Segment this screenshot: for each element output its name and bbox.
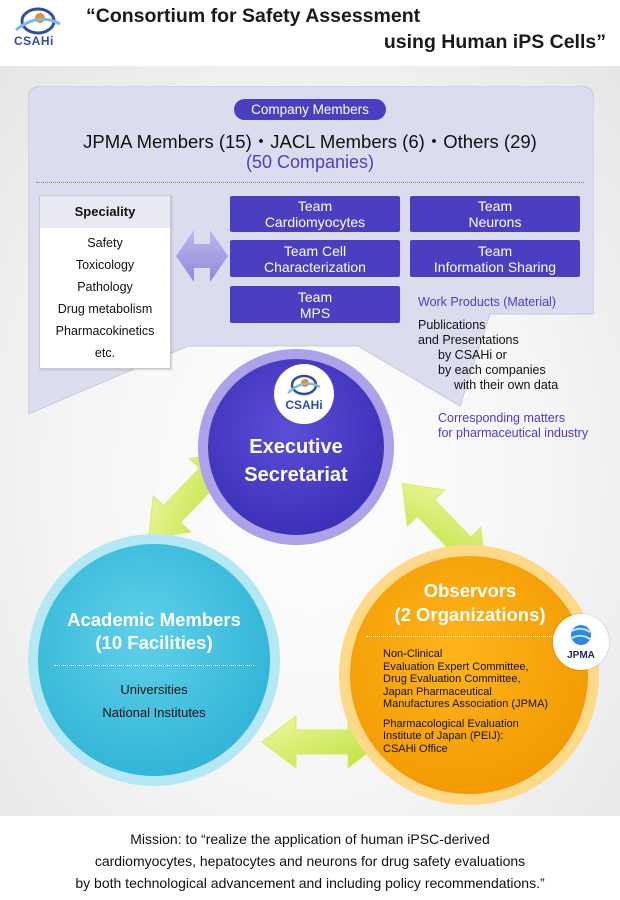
page-title-line2: using Human iPS Cells” — [383, 31, 606, 53]
jpma-logo-text: JPMA — [567, 650, 595, 661]
observors-divider — [366, 636, 562, 637]
academic-list: Universities National Institutes — [54, 678, 254, 724]
panel-divider — [36, 182, 584, 183]
mission-line2: cardiomyocytes, hepatocytes and neurons … — [94, 853, 526, 869]
team-line1: Team — [477, 198, 513, 214]
team-neurons: Team Neurons — [410, 196, 580, 232]
academic-title-line2: (10 Facilities) — [95, 632, 213, 653]
mission-line1: Mission: to “realize the application of … — [130, 831, 490, 847]
corresponding-matters: Corresponding matters for pharmaceutical… — [438, 411, 588, 441]
observors-line: CSAHi Office — [383, 742, 448, 755]
team-information-sharing: Team Information Sharing — [410, 240, 580, 277]
observors-line: Manufactures Association (JPMA) — [383, 698, 549, 710]
speciality-item: Safety — [87, 236, 123, 250]
team-line1: Team — [297, 198, 333, 214]
jpma-globe-icon — [571, 625, 591, 645]
double-arrow-icon — [176, 230, 228, 282]
executive-logo-text: CSAHi — [285, 398, 323, 412]
team-line1: Team — [297, 288, 333, 305]
team-line1: Team Cell — [283, 242, 347, 259]
speciality-item: etc. — [94, 346, 116, 360]
team-line1: Team — [477, 242, 513, 259]
observors-line: Institute of Japan (PEIJ): — [383, 730, 504, 742]
team-line2: Cardiomyocytes — [264, 214, 366, 230]
academic-item: National Institutes — [102, 705, 206, 720]
team-line2: Information Sharing — [433, 258, 557, 275]
observors-line: Evaluation Expert Committee, — [383, 660, 529, 673]
observors-line: Non-Clinical — [383, 648, 443, 660]
work-products-line: by each companies — [438, 363, 546, 377]
speciality-box: Speciality Safety Toxicology Pathology D… — [39, 195, 171, 369]
executive-circle — [208, 359, 384, 535]
academic-circle — [38, 544, 270, 776]
page-title-line1: “Consortium for Safety Assessment — [86, 5, 421, 27]
corresponding-line2: for pharmaceutical industry — [438, 426, 589, 440]
members-breakdown: JPMA Members (15)・JACL Members (6)・Other… — [83, 131, 537, 152]
speciality-item: Drug metabolism — [57, 302, 153, 316]
team-line2: MPS — [299, 304, 331, 321]
observors-title-line1: Observors — [423, 580, 517, 601]
csahi-swirl-icon — [15, 7, 61, 35]
observors-body: Non-Clinical Evaluation Expert Committee… — [383, 648, 548, 755]
speciality-item: Pathology — [77, 280, 133, 294]
executive-title-line2: Secretariat — [244, 464, 348, 486]
work-products-line: with their own data — [454, 378, 559, 392]
observors-circle — [350, 556, 588, 794]
company-members-label: Company Members — [234, 99, 386, 120]
work-products-title: Work Products (Material) — [418, 295, 556, 309]
companies-count: (50 Companies) — [245, 152, 375, 172]
csahi-logo: CSAHi — [10, 6, 66, 50]
csahi-swirl-icon — [287, 374, 321, 396]
team-cardiomyocytes: Team Cardiomyocytes — [230, 196, 400, 232]
work-products-line: by CSAHi or — [438, 348, 507, 362]
team-mps: Team MPS — [230, 286, 400, 323]
work-products-body: Publications and Presentations by CSAHi … — [418, 318, 558, 393]
team-line2: Characterization — [264, 258, 366, 275]
team-cell-characterization: Team Cell Characterization — [230, 240, 400, 277]
observors-gap — [383, 711, 548, 718]
speciality-list: Safety Toxicology Pathology Drug metabol… — [40, 228, 170, 364]
observors-line: Pharmacological Evaluation — [383, 717, 519, 730]
mission-line3: by both technological advancement and in… — [75, 875, 545, 891]
observors-line: Drug Evaluation Committee, — [383, 673, 521, 685]
jpma-logo: JPMA — [553, 614, 609, 670]
speciality-item: Pharmacokinetics — [55, 324, 155, 338]
executive-title-line1: Executive — [249, 436, 343, 458]
mission-statement: Mission: to “realize the application of … — [0, 828, 620, 894]
work-products-line: Publications — [418, 318, 486, 332]
academic-item: Universities — [120, 682, 188, 697]
work-products-line: and Presentations — [418, 333, 519, 347]
observors-title-line2: (2 Organizations) — [394, 604, 546, 625]
speciality-title: Speciality — [40, 196, 170, 228]
logo-text: CSAHi — [14, 34, 54, 48]
observors-line: Japan Pharmaceutical — [383, 685, 492, 698]
executive-csahi-badge: CSAHi — [274, 364, 334, 424]
academic-divider — [54, 665, 254, 666]
team-line2: Neurons — [468, 214, 522, 230]
corresponding-line1: Corresponding matters — [438, 411, 566, 425]
speciality-item: Toxicology — [75, 258, 135, 272]
academic-title-line1: Academic Members — [67, 609, 241, 630]
